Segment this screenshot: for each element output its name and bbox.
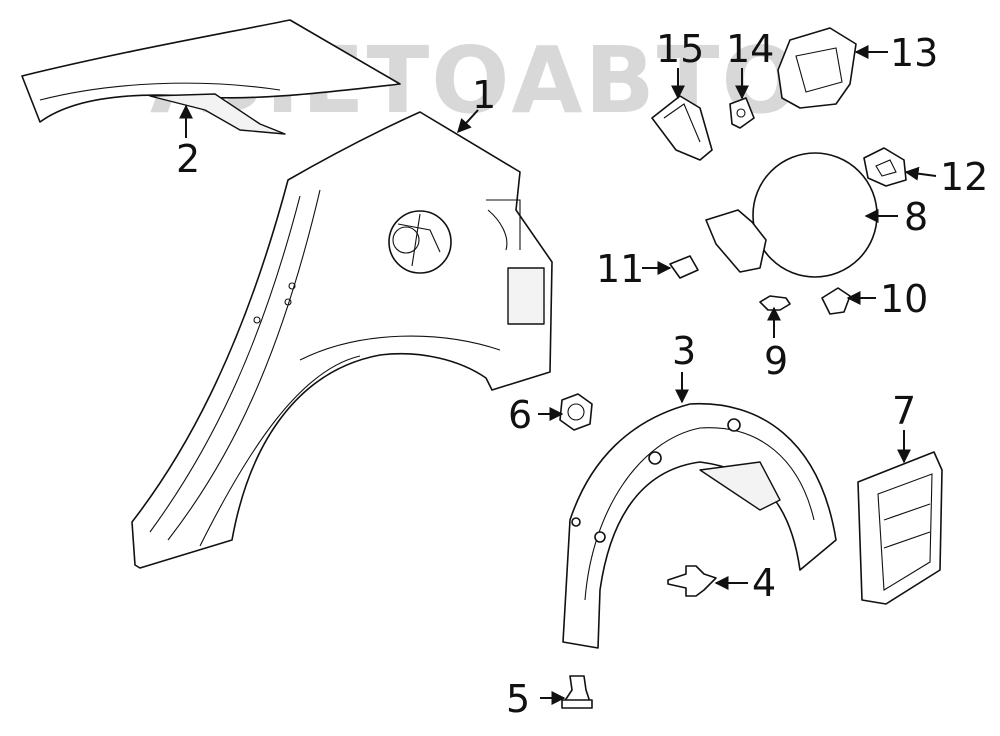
part-retainer-11 xyxy=(669,255,699,279)
part-push-nut-5 xyxy=(561,675,593,709)
part-pin-9 xyxy=(759,295,791,311)
part-bumper-10 xyxy=(821,287,851,315)
callout-1: 1 xyxy=(472,73,496,117)
callout-13: 13 xyxy=(890,31,938,75)
callout-6: 6 xyxy=(508,393,532,437)
part-fuel-door-8 xyxy=(705,152,878,278)
callout-12: 12 xyxy=(940,155,988,199)
part-clip-4 xyxy=(667,565,717,597)
part-panel-7 xyxy=(857,451,943,605)
callout-4: 4 xyxy=(752,561,776,605)
part-actuator-13 xyxy=(777,27,857,109)
part-roof-rail xyxy=(21,19,401,135)
part-quarter-panel xyxy=(131,111,553,569)
callout-8: 8 xyxy=(904,195,928,239)
callout-14: 14 xyxy=(726,27,774,71)
leader-lines xyxy=(179,45,937,705)
callout-11: 11 xyxy=(596,247,644,291)
callout-15: 15 xyxy=(656,27,704,71)
part-insert-12 xyxy=(863,147,907,187)
part-wheel-liner xyxy=(562,402,837,649)
part-nut-6 xyxy=(559,393,593,431)
callout-3: 3 xyxy=(672,329,696,373)
callout-10: 10 xyxy=(880,277,928,321)
callout-5: 5 xyxy=(506,677,530,721)
callout-2: 2 xyxy=(176,137,200,181)
callout-7: 7 xyxy=(892,389,916,433)
callout-9: 9 xyxy=(764,339,788,383)
